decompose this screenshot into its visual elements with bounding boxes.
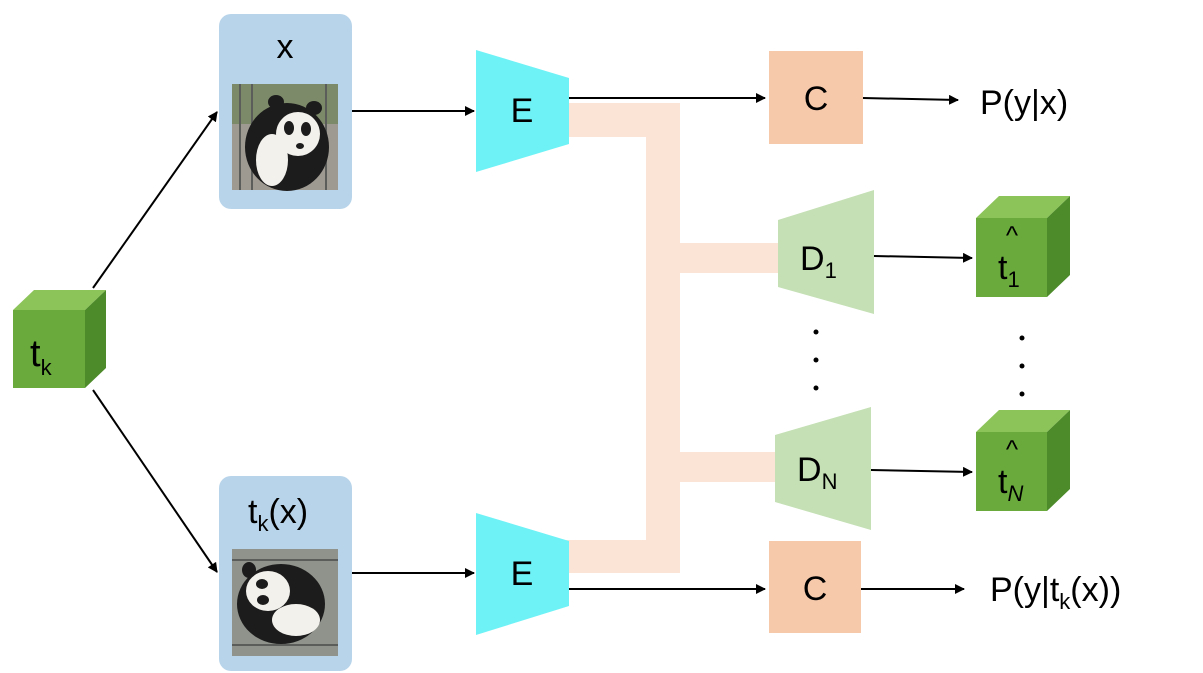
decoder-1-base: D <box>800 240 825 278</box>
classifier-top-label: C <box>804 80 829 118</box>
arrow-tk-to-x <box>92 111 218 289</box>
tk-sub: k <box>41 355 53 380</box>
svg-text:tk: tk <box>30 333 53 380</box>
svg-text:tk(x): tk(x) <box>248 493 308 536</box>
classifier-bottom-label: C <box>803 570 828 608</box>
rotated-panda-photo-icon <box>232 549 338 656</box>
svg-text:tN: tN <box>998 463 1023 506</box>
input-box-x: x <box>219 14 352 209</box>
prediction-cube-t1: ^ t1 <box>976 196 1070 297</box>
encoder-bottom: E <box>476 513 569 635</box>
decoder-n-base: D <box>797 451 822 489</box>
encoder-bottom-label: E <box>511 555 534 593</box>
arrow-tk-to-tkx <box>92 389 218 573</box>
output-bottom-label: P(y|tk(x)) <box>990 571 1121 614</box>
ellipsis-predictions <box>1019 335 1025 397</box>
pred-n-base: t <box>998 463 1008 501</box>
encoder-top-label: E <box>511 92 534 130</box>
encoder-top: E <box>476 50 569 172</box>
input-box-tkx: tk(x) <box>219 476 352 671</box>
tkx-base: t <box>248 493 258 531</box>
decoder-n-sub: N <box>822 469 838 494</box>
ellipsis-decoders <box>813 329 819 391</box>
transform-cube-tk: tk <box>13 290 106 388</box>
classifier-top: C <box>769 51 863 144</box>
pred-1-hat: ^ <box>1006 220 1019 250</box>
decoder-1: D1 <box>778 190 874 314</box>
output-bottom-prefix: P(y| <box>990 571 1050 609</box>
feature-path <box>566 103 780 573</box>
svg-text:DN: DN <box>797 451 837 494</box>
pred-1-base: t <box>998 249 1008 287</box>
panda-photo-icon <box>232 84 338 191</box>
pred-n-sub: N <box>1007 481 1023 506</box>
prediction-cube-tn: ^ tN <box>976 410 1070 511</box>
input-x-label: x <box>277 28 294 66</box>
svg-text:t1: t1 <box>998 249 1020 292</box>
tk-base: t <box>30 333 41 375</box>
arrow-classifier-top-out <box>862 94 959 105</box>
classifier-bottom: C <box>769 541 861 633</box>
decoder-n: DN <box>775 407 871 530</box>
decoder-1-sub: 1 <box>825 258 837 283</box>
tkx-suffix: (x) <box>268 493 308 531</box>
output-bottom-suffix: (x)) <box>1070 571 1121 609</box>
pred-n-hat: ^ <box>1006 434 1019 464</box>
output-bottom-base: t <box>1050 571 1060 609</box>
pred-1-sub: 1 <box>1007 267 1019 292</box>
svg-text:D1: D1 <box>800 240 837 283</box>
output-top-label: P(y|x) <box>980 84 1068 122</box>
output-bottom-sub: k <box>1059 589 1071 614</box>
arrow-decoder-n-out <box>870 466 973 477</box>
arrow-decoder-1-out <box>873 252 973 263</box>
tkx-sub: k <box>257 511 269 536</box>
